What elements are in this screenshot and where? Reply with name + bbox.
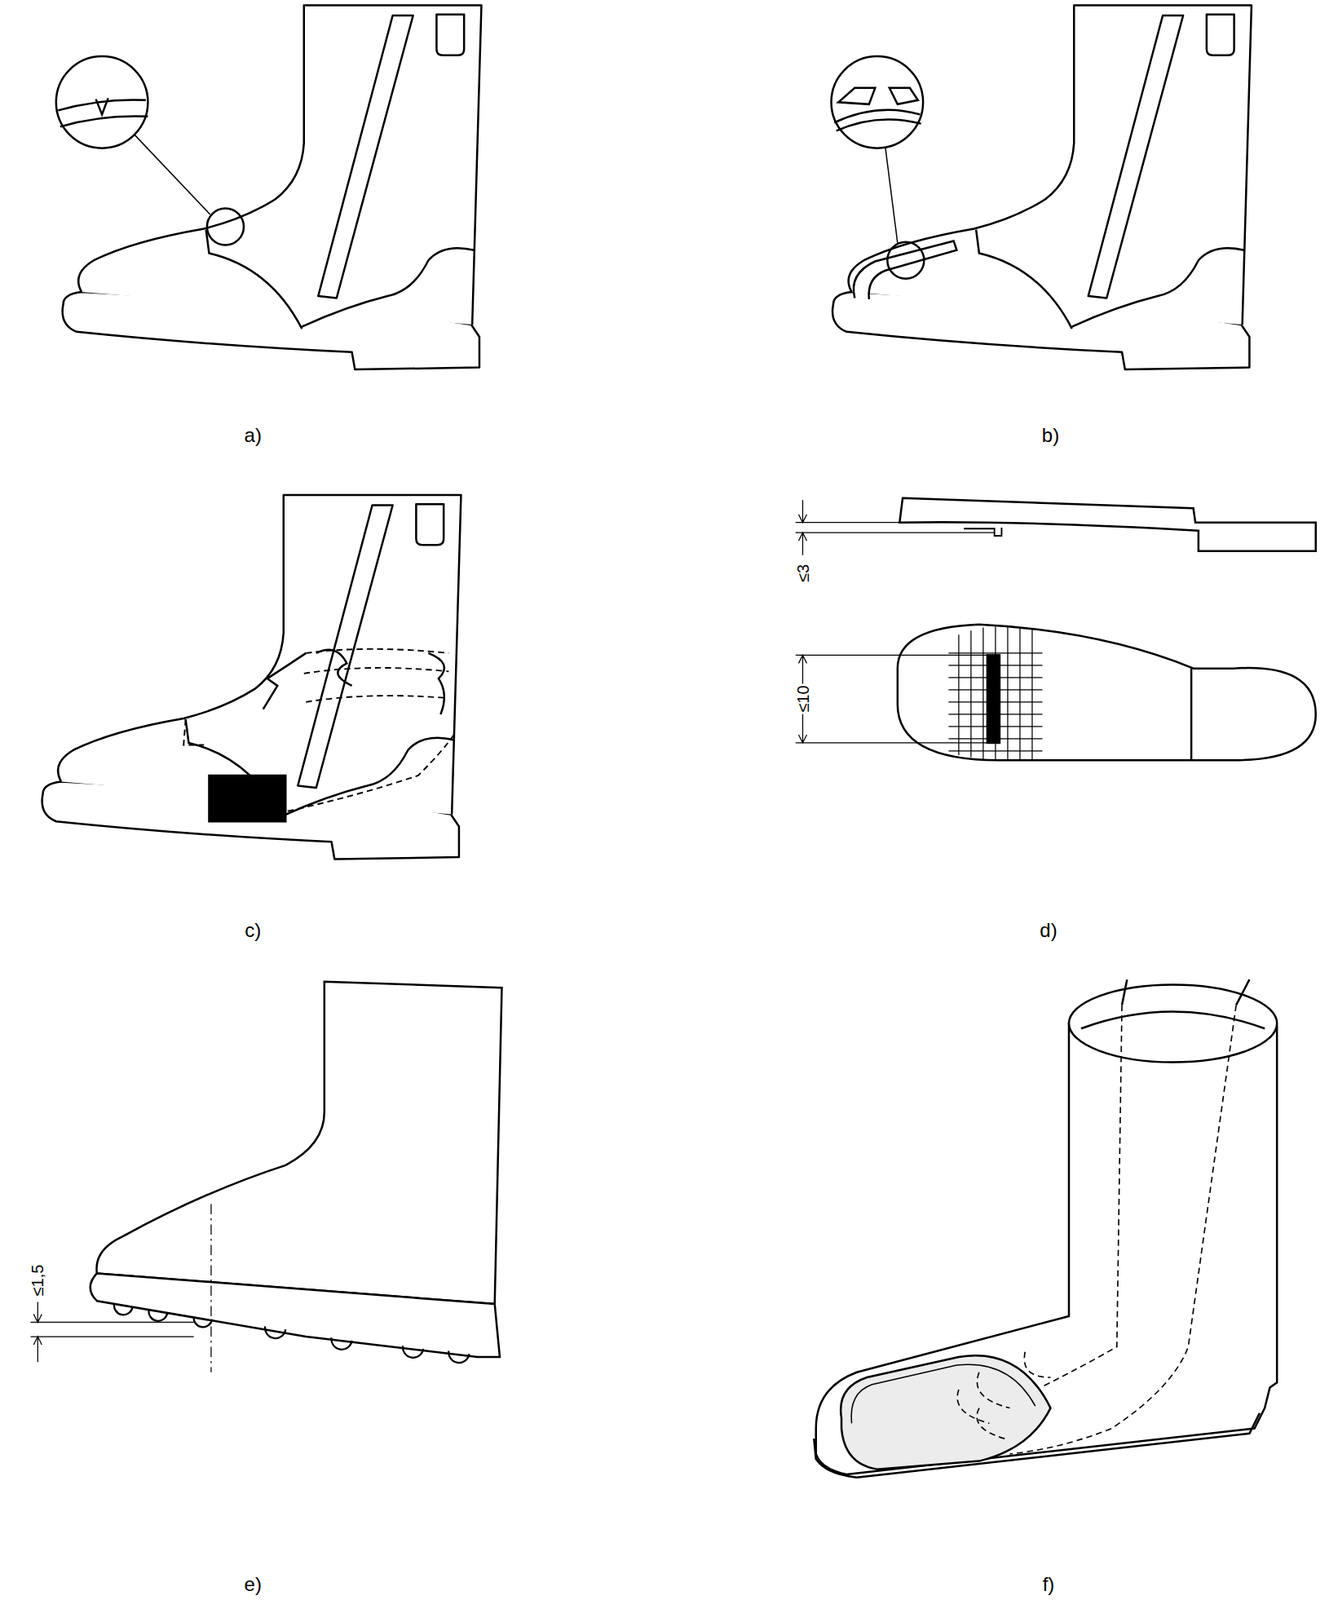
- figure-label: c): [244, 920, 261, 941]
- dimension-label: ≤10: [794, 683, 812, 714]
- figure-label: d): [1039, 920, 1057, 941]
- figure-label: f): [1042, 1574, 1056, 1594]
- dimension-label: ≤1,5: [29, 1262, 46, 1299]
- boot-f: [813, 979, 1277, 1477]
- boot-b: [831, 5, 1252, 371]
- sole-views-d: [795, 498, 1316, 760]
- figure-label: a): [244, 425, 262, 446]
- boot-e: [30, 981, 503, 1373]
- boot-c: [42, 494, 462, 860]
- dimension-label: ≤3: [794, 562, 812, 584]
- figure-label: e): [244, 1574, 262, 1594]
- figure-label: b): [1042, 425, 1060, 446]
- boot-a: [56, 5, 482, 371]
